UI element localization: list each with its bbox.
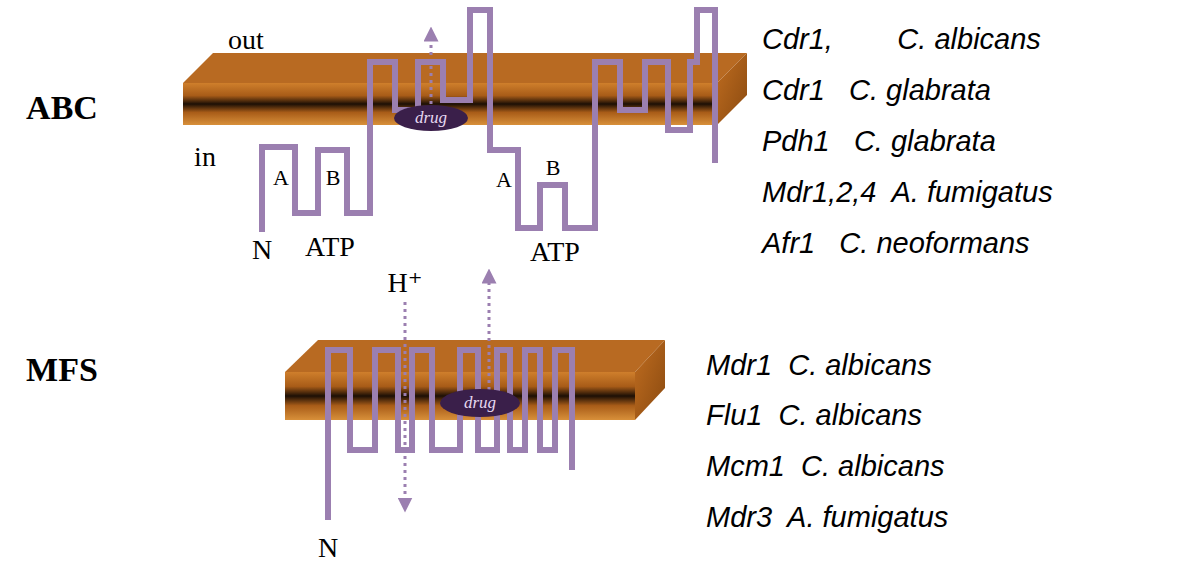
protein-chain — [328, 350, 572, 520]
drug-label: drug — [464, 394, 496, 413]
drug-molecule: drug — [440, 389, 520, 417]
side-label: out — [228, 25, 264, 56]
transporter-name: Cdr1, C. albicans — [762, 24, 1041, 56]
drug-shape — [394, 105, 468, 131]
transporter-name: Afr1 C. neoformans — [762, 228, 1030, 260]
efflux-arrow — [430, 34, 433, 104]
transporter-name: Mdr1 C. albicans — [706, 350, 932, 382]
transporter-name: Mdr3 A. fumigatus — [706, 502, 948, 534]
drug-label: drug — [415, 109, 447, 128]
motif-label: B — [546, 156, 561, 180]
transporter-name: Flu1 C. albicans — [706, 400, 922, 432]
transporter-name: Pdh1 C. glabrata — [762, 126, 996, 158]
motif-label: A — [273, 166, 289, 190]
drug-molecule: drug — [394, 105, 468, 131]
proton-arrow — [404, 302, 407, 505]
terminus-label: N — [318, 533, 338, 564]
section-title: ABC — [26, 89, 98, 126]
motif-label: B — [326, 166, 341, 190]
motif-label: A — [496, 168, 512, 192]
drug-shape — [440, 389, 520, 417]
terminus-label: N — [252, 235, 272, 266]
atp-label: ATP — [305, 232, 355, 263]
efflux-arrow — [488, 276, 491, 390]
protein-chain — [262, 10, 715, 232]
side-label: in — [194, 142, 216, 173]
transporter-name: Mcm1 C. albicans — [706, 451, 945, 483]
ion-label: H⁺ — [388, 268, 423, 299]
atp-label: ATP — [530, 237, 580, 268]
transporter-name: Mdr1,2,4 A. fumigatus — [762, 177, 1053, 209]
section-title: MFS — [26, 351, 98, 388]
transporter-name: Cdr1 C. glabrata — [762, 75, 991, 107]
